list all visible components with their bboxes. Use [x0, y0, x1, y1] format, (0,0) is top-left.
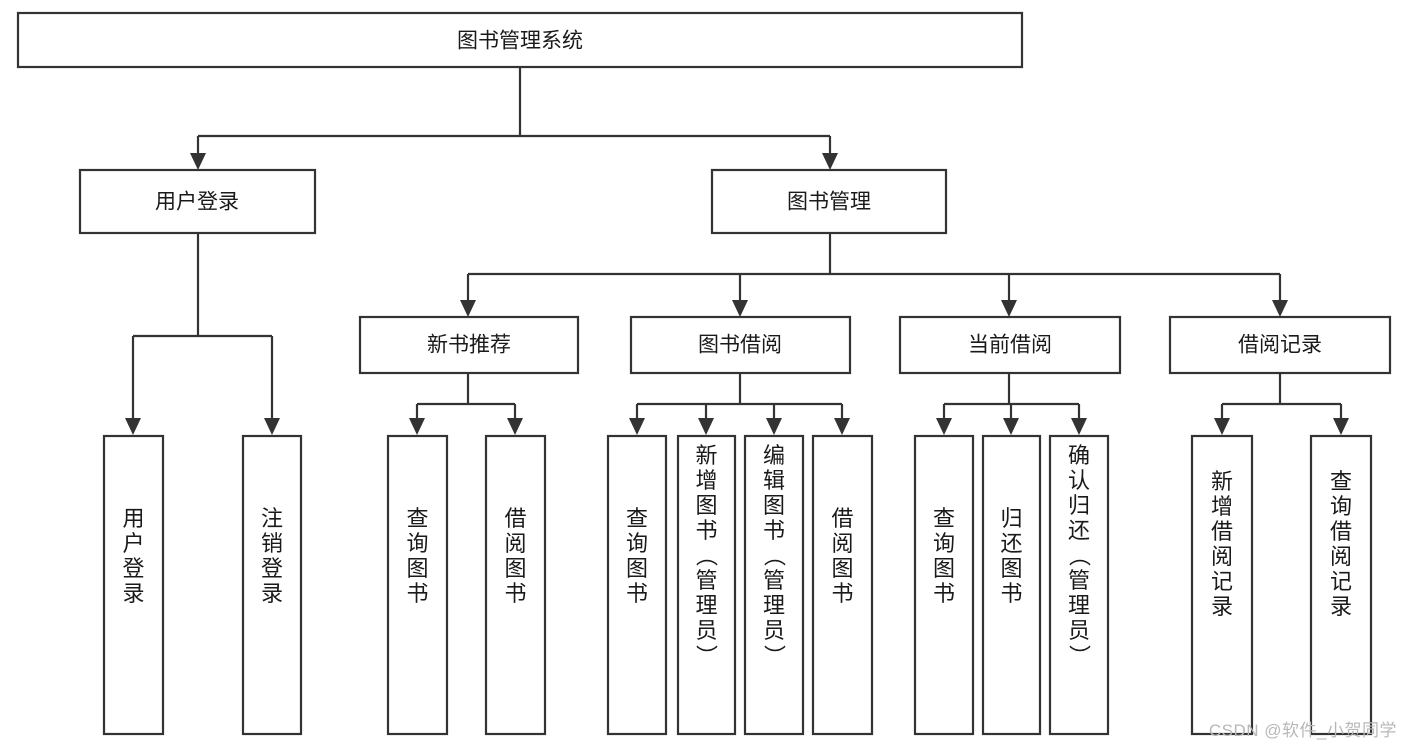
leaf-box-book-borrow-1[interactable] — [606, 434, 668, 736]
node-book-borrow[interactable]: 图书借阅 — [629, 315, 852, 375]
connector-userlogin-to-leaves — [125, 233, 280, 435]
connector-bookmgmt-to-level3 — [460, 233, 1288, 317]
leaf-box-book-borrow-2[interactable] — [676, 434, 737, 736]
leaf-box-new-book-1[interactable] — [386, 434, 449, 736]
leaf-box-current-borrow-1[interactable] — [913, 434, 975, 736]
node-book-management-label: 图书管理 — [787, 191, 871, 214]
leaf-box-current-borrow-2[interactable] — [981, 434, 1042, 736]
connector-borrowrecord-to-leaves — [1214, 373, 1349, 435]
node-current-borrow-label: 当前借阅 — [968, 334, 1052, 357]
leaf-box-borrow-record-2[interactable] — [1309, 434, 1373, 736]
node-new-book-recommend-label: 新书推荐 — [427, 334, 511, 357]
node-book-borrow-label: 图书借阅 — [698, 334, 782, 357]
node-user-login-label: 用户登录 — [155, 191, 239, 214]
leaf-box-new-book-2[interactable] — [484, 434, 547, 736]
connector-currentborrow-to-leaves — [936, 373, 1087, 435]
node-book-management[interactable]: 图书管理 — [710, 168, 948, 235]
leaf-box-borrow-record-1[interactable] — [1190, 434, 1254, 736]
node-borrow-record[interactable]: 借阅记录 — [1168, 315, 1392, 375]
leaf-box-book-borrow-3[interactable] — [743, 434, 805, 736]
connector-root-to-level2 — [190, 67, 838, 170]
connector-newbook-to-leaves — [409, 373, 523, 435]
leaf-box-user-login-1[interactable] — [102, 434, 165, 736]
node-root[interactable]: 图书管理系统 — [16, 11, 1024, 69]
node-borrow-record-label: 借阅记录 — [1238, 334, 1322, 357]
leaf-box-book-borrow-4[interactable] — [811, 434, 874, 736]
leaf-box-user-login-2[interactable] — [241, 434, 303, 736]
leaf-box-current-borrow-3[interactable] — [1048, 434, 1110, 736]
connector-bookborrow-to-leaves — [629, 373, 850, 435]
node-root-label: 图书管理系统 — [457, 30, 583, 53]
node-user-login[interactable]: 用户登录 — [78, 168, 317, 235]
node-current-borrow[interactable]: 当前借阅 — [898, 315, 1122, 375]
node-new-book-recommend[interactable]: 新书推荐 — [358, 315, 580, 375]
watermark-text: CSDN @软件_小贺同学 — [1208, 721, 1397, 740]
